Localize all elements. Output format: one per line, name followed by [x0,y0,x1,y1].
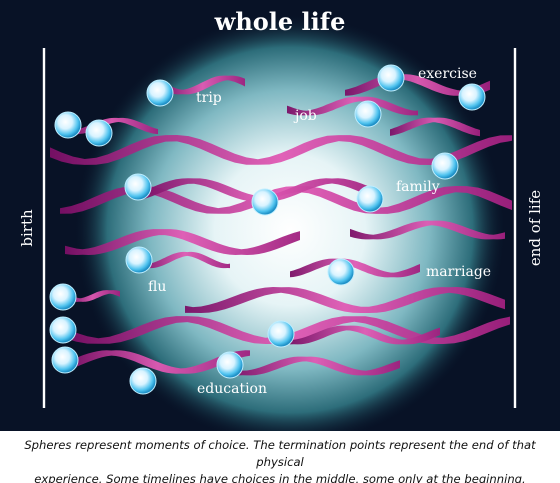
choice-sphere-1 [146,79,174,107]
timeline-ribbon-16 [290,325,440,345]
choice-sphere-5 [458,83,486,111]
timeline-ribbon-12 [290,258,420,278]
timeline-ribbon-10 [350,220,505,240]
caption: Spheres represent moments of choice. The… [0,432,560,483]
timeline-ribbon-3 [287,96,418,116]
caption-line-2: experience. Some timelines have choices … [34,472,526,483]
exercise-label: exercise [418,66,477,82]
end-of-life-label: end of life [526,190,544,266]
birth-label: birth [18,209,36,247]
timeline-ribbon-9 [65,229,300,255]
timeline-ribbon-5 [390,117,480,137]
choice-sphere-11 [125,246,153,274]
family-label: family [396,179,440,195]
timeline-ribbon-1 [160,75,245,95]
choice-sphere-2 [54,111,82,139]
trip-label: trip [196,90,222,106]
choice-sphere-6 [354,100,382,128]
job-label: job [293,108,317,124]
timeline-ribbon-8 [140,178,380,202]
choice-sphere-15 [267,320,295,348]
timeline-ribbon-11 [140,251,230,269]
timeline-ribbon-6 [50,135,512,165]
choice-sphere-17 [129,367,157,395]
choice-sphere-3 [85,119,113,147]
choice-sphere-13 [49,283,77,311]
timeline-ribbons [50,74,512,376]
timeline-ribbon-18 [230,356,400,376]
marriage-label: marriage [426,264,491,280]
diagram-panel: whole life birth end of life trip job ex… [0,0,560,431]
choice-sphere-9 [251,188,279,216]
timeline-ribbon-7 [60,186,512,214]
choice-sphere-7 [431,152,459,180]
choice-sphere-18 [216,351,244,379]
timeline-ribbon-13 [185,287,505,313]
caption-line-1: Spheres represent moments of choice. The… [24,438,536,469]
choice-sphere-10 [356,185,384,213]
life-timeline-diagram: whole life birth end of life trip job ex… [0,0,560,431]
choice-sphere-12 [327,258,355,286]
timeline-ribbon-17 [65,350,250,374]
diagram-title: whole life [214,7,346,36]
timeline-ribbon-14 [65,290,120,302]
choice-sphere-4 [377,64,405,92]
choice-sphere-16 [51,346,79,374]
education-label: education [197,381,267,397]
flu-label: flu [148,279,166,295]
choice-spheres [49,64,486,395]
choice-sphere-8 [124,173,152,201]
choice-sphere-14 [49,316,77,344]
